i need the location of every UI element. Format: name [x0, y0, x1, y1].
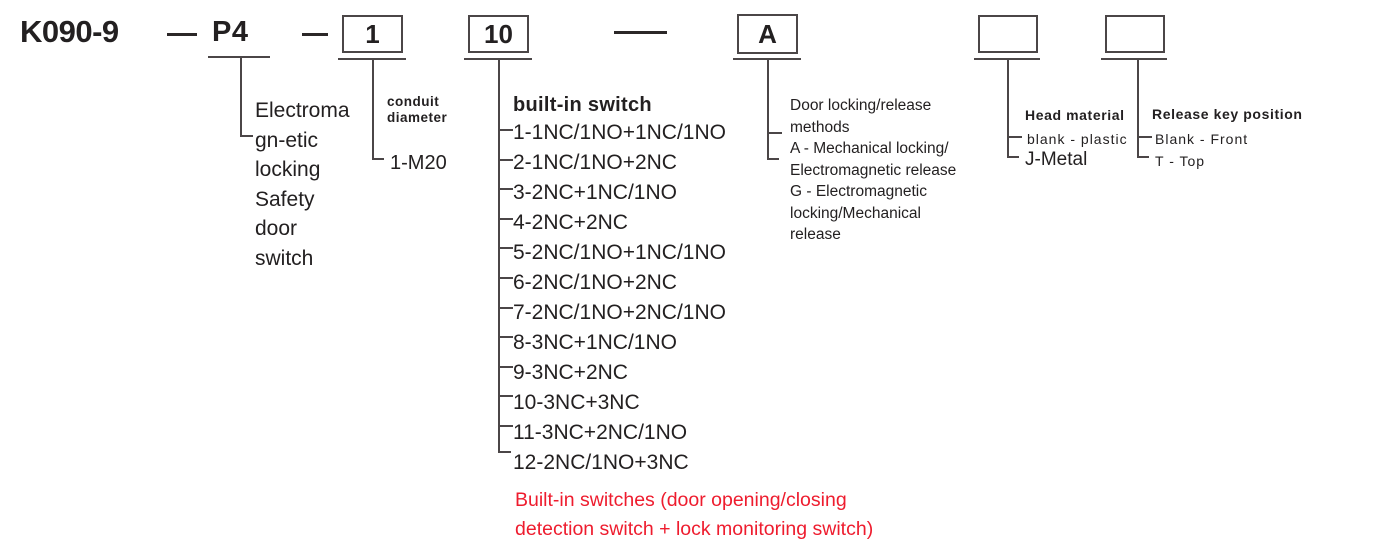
connector-tick [500, 365, 513, 368]
code-separator-dash [167, 33, 197, 36]
connector-tick [1139, 136, 1152, 138]
release-key-box-underline [1101, 58, 1167, 60]
builtin-switch-option: 6-2NC/1NO+2NC [513, 271, 677, 294]
conduit-code-box: 1 [342, 15, 403, 53]
connector-tick [500, 188, 513, 191]
conduit-option: 1-M20 [390, 152, 447, 174]
connector-tick [500, 395, 513, 398]
code-separator-dash [302, 33, 328, 36]
builtin-switch-option: 11-3NC+2NC/1NO [513, 421, 688, 444]
product-description-line: locking [255, 158, 321, 181]
conduit-title-line: diameter [387, 109, 448, 125]
connector-tick [500, 277, 513, 279]
connector-tick [500, 129, 513, 131]
model-type-code: P4 [212, 16, 249, 48]
locking-code-box: A [737, 14, 798, 54]
switch-code-box: 10 [468, 15, 529, 53]
product-description-line: door [255, 217, 298, 240]
connector-tick [500, 217, 513, 220]
model-base-code: K090-9 [20, 14, 119, 49]
builtin-switch-option: 9-3NC+2NC [513, 361, 628, 384]
conduit-connector-line [372, 60, 384, 160]
head-material-code-box [978, 15, 1038, 53]
builtin-switch-note-line: detection switch + lock monitoring switc… [515, 518, 874, 540]
builtin-switch-option: 2-1NC/1NO+2NC [513, 151, 677, 174]
product-connector-line [240, 57, 253, 137]
type-underline [208, 56, 270, 58]
locking-release-description: Door locking/release methods A - Mechanica… [790, 95, 956, 246]
locking-release-line: A - Mechanical locking/ [790, 140, 949, 157]
head-material-title: Head material [1025, 107, 1125, 123]
code-separator-dash [614, 31, 667, 34]
builtin-switch-option: 10-3NC+3NC [513, 391, 640, 414]
head-material-connector-line [1007, 60, 1022, 158]
builtin-switch-title: built-in switch [513, 94, 652, 116]
builtin-switch-option: 12-2NC/1NO+3NC [513, 451, 689, 474]
release-key-option-front: Blank - Front [1155, 131, 1249, 147]
locking-release-line: methods [790, 118, 850, 136]
builtin-switch-option: 5-2NC/1NO+1NC/1NO [513, 241, 726, 264]
builtin-switch-option: 4-2NC+2NC [513, 211, 628, 234]
head-material-option-blank: blank - plastic [1027, 131, 1128, 147]
builtin-switch-option: 1-1NC/1NO+1NC/1NO [513, 121, 726, 144]
connector-tick [769, 132, 782, 134]
conduit-code-value: 1 [365, 18, 380, 49]
locking-release-line: locking/Mechanical [790, 204, 921, 222]
head-material-box-underline [974, 58, 1040, 60]
connector-tick [1009, 136, 1022, 138]
locking-code-value: A [758, 18, 777, 49]
builtin-switch-note-line: Built-in switches (door opening/closing [515, 489, 847, 511]
switch-box-underline [464, 58, 532, 60]
head-material-option-metal: J-Metal [1025, 149, 1088, 170]
builtin-switch-options: 1-1NC/1NO+1NC/1NO 2-1NC/1NO+2NC 3-2NC+1NC/… [513, 118, 726, 478]
product-description-line: gn-etic [255, 128, 319, 152]
release-key-title: Release key position [1152, 106, 1303, 122]
connector-tick [500, 336, 513, 339]
connector-tick [500, 425, 513, 427]
release-key-option-top: T - Top [1155, 153, 1206, 169]
connector-tick [500, 158, 513, 161]
locking-release-line: G - Electromagnetic [790, 183, 927, 200]
product-description-line: Electroma [255, 99, 350, 122]
release-key-connector-line [1137, 60, 1152, 158]
connector-tick [500, 306, 513, 309]
builtin-switch-connector [498, 60, 513, 453]
builtin-switch-option: 3-2NC+1NC/1NO [513, 181, 677, 204]
builtin-switch-option: 8-3NC+1NC/1NO [513, 331, 677, 354]
builtin-switch-option: 7-2NC/1NO+2NC/1NO [513, 301, 726, 324]
locking-release-line: Electromagnetic release [790, 161, 957, 179]
locking-box-underline [733, 58, 801, 60]
conduit-box-underline [338, 58, 406, 60]
builtin-switch-note: Built-in switches (door opening/closing d… [515, 486, 873, 544]
product-description-line: switch [255, 246, 314, 270]
product-description-line: Safety [255, 187, 315, 211]
release-key-code-box [1105, 15, 1165, 53]
locking-release-line: Door locking/release [790, 97, 932, 114]
locking-release-line: release [790, 226, 841, 243]
connector-tick [500, 247, 513, 250]
conduit-options: 1-M20 [390, 152, 447, 175]
conduit-title-line: conduit [387, 94, 440, 109]
locking-connector-line [767, 60, 782, 160]
switch-code-value: 10 [484, 18, 513, 49]
